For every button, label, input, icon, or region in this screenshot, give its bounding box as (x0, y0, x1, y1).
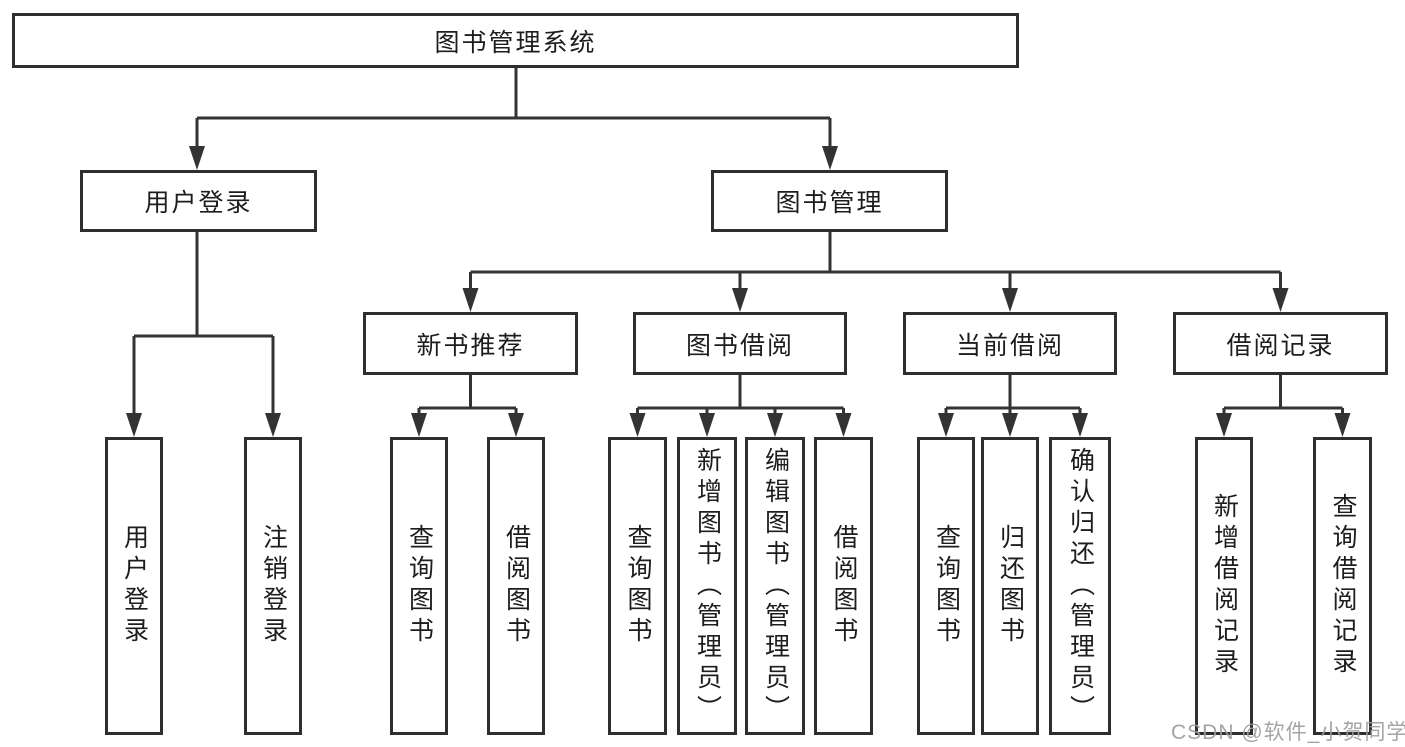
leaf-label: 注销登录 (259, 524, 288, 648)
leaf-user-login: 用户登录 (105, 437, 163, 735)
leaf-label: 新增图书（管理员） (693, 446, 722, 726)
node-label: 用户登录 (144, 189, 253, 217)
leaf-label: 借阅图书 (830, 524, 858, 648)
node-label: 图书管理 (775, 189, 884, 217)
leaf-label: 查询图书 (624, 524, 652, 648)
leaf-query-borrow-record: 查询借阅记录 (1313, 437, 1372, 735)
leaf-borrow-books: 借阅图书 (814, 437, 873, 735)
leaf-add-book-admin: 新增图书（管理员） (677, 437, 737, 735)
node-borrow-records: 借阅记录 (1173, 312, 1388, 375)
leaf-confirm-return-admin: 确认归还（管理员） (1049, 437, 1111, 735)
leaf-label: 借阅图书 (502, 524, 531, 648)
csdn-watermark: CSDN @软件_小贺同学 (1171, 721, 1405, 744)
leaf-label: 查询图书 (405, 524, 434, 648)
leaf-label: 确认归还（管理员） (1066, 446, 1095, 726)
leaf-add-borrow-record: 新增借阅记录 (1195, 437, 1253, 735)
leaf-query-books-recommend: 查询图书 (390, 437, 448, 735)
node-label: 图书管理系统 (434, 28, 597, 57)
leaf-borrow-books-recommend: 借阅图书 (487, 437, 545, 735)
leaf-label: 查询图书 (932, 524, 961, 648)
node-label: 新书推荐 (416, 331, 525, 360)
leaf-logout: 注销登录 (244, 437, 302, 735)
node-label: 借阅记录 (1226, 331, 1335, 360)
node-root-system: 图书管理系统 (12, 13, 1019, 68)
node-book-management: 图书管理 (711, 170, 948, 232)
leaf-label: 用户登录 (120, 524, 149, 648)
leaf-query-books-borrow: 查询图书 (608, 437, 667, 735)
leaf-label: 新增借阅记录 (1210, 493, 1239, 679)
node-label: 图书借阅 (685, 331, 794, 360)
node-current-borrow: 当前借阅 (903, 312, 1117, 375)
leaf-label: 归还图书 (996, 524, 1025, 648)
node-book-borrow: 图书借阅 (633, 312, 847, 375)
node-new-book-recommend: 新书推荐 (363, 312, 578, 375)
node-user-login: 用户登录 (80, 170, 317, 232)
node-label: 当前借阅 (955, 331, 1064, 360)
leaf-label: 编辑图书（管理员） (761, 446, 790, 726)
leaf-label: 查询借阅记录 (1329, 493, 1357, 679)
leaf-edit-book-admin: 编辑图书（管理员） (745, 437, 805, 735)
leaf-query-books-current: 查询图书 (917, 437, 975, 735)
leaf-return-books: 归还图书 (981, 437, 1039, 735)
